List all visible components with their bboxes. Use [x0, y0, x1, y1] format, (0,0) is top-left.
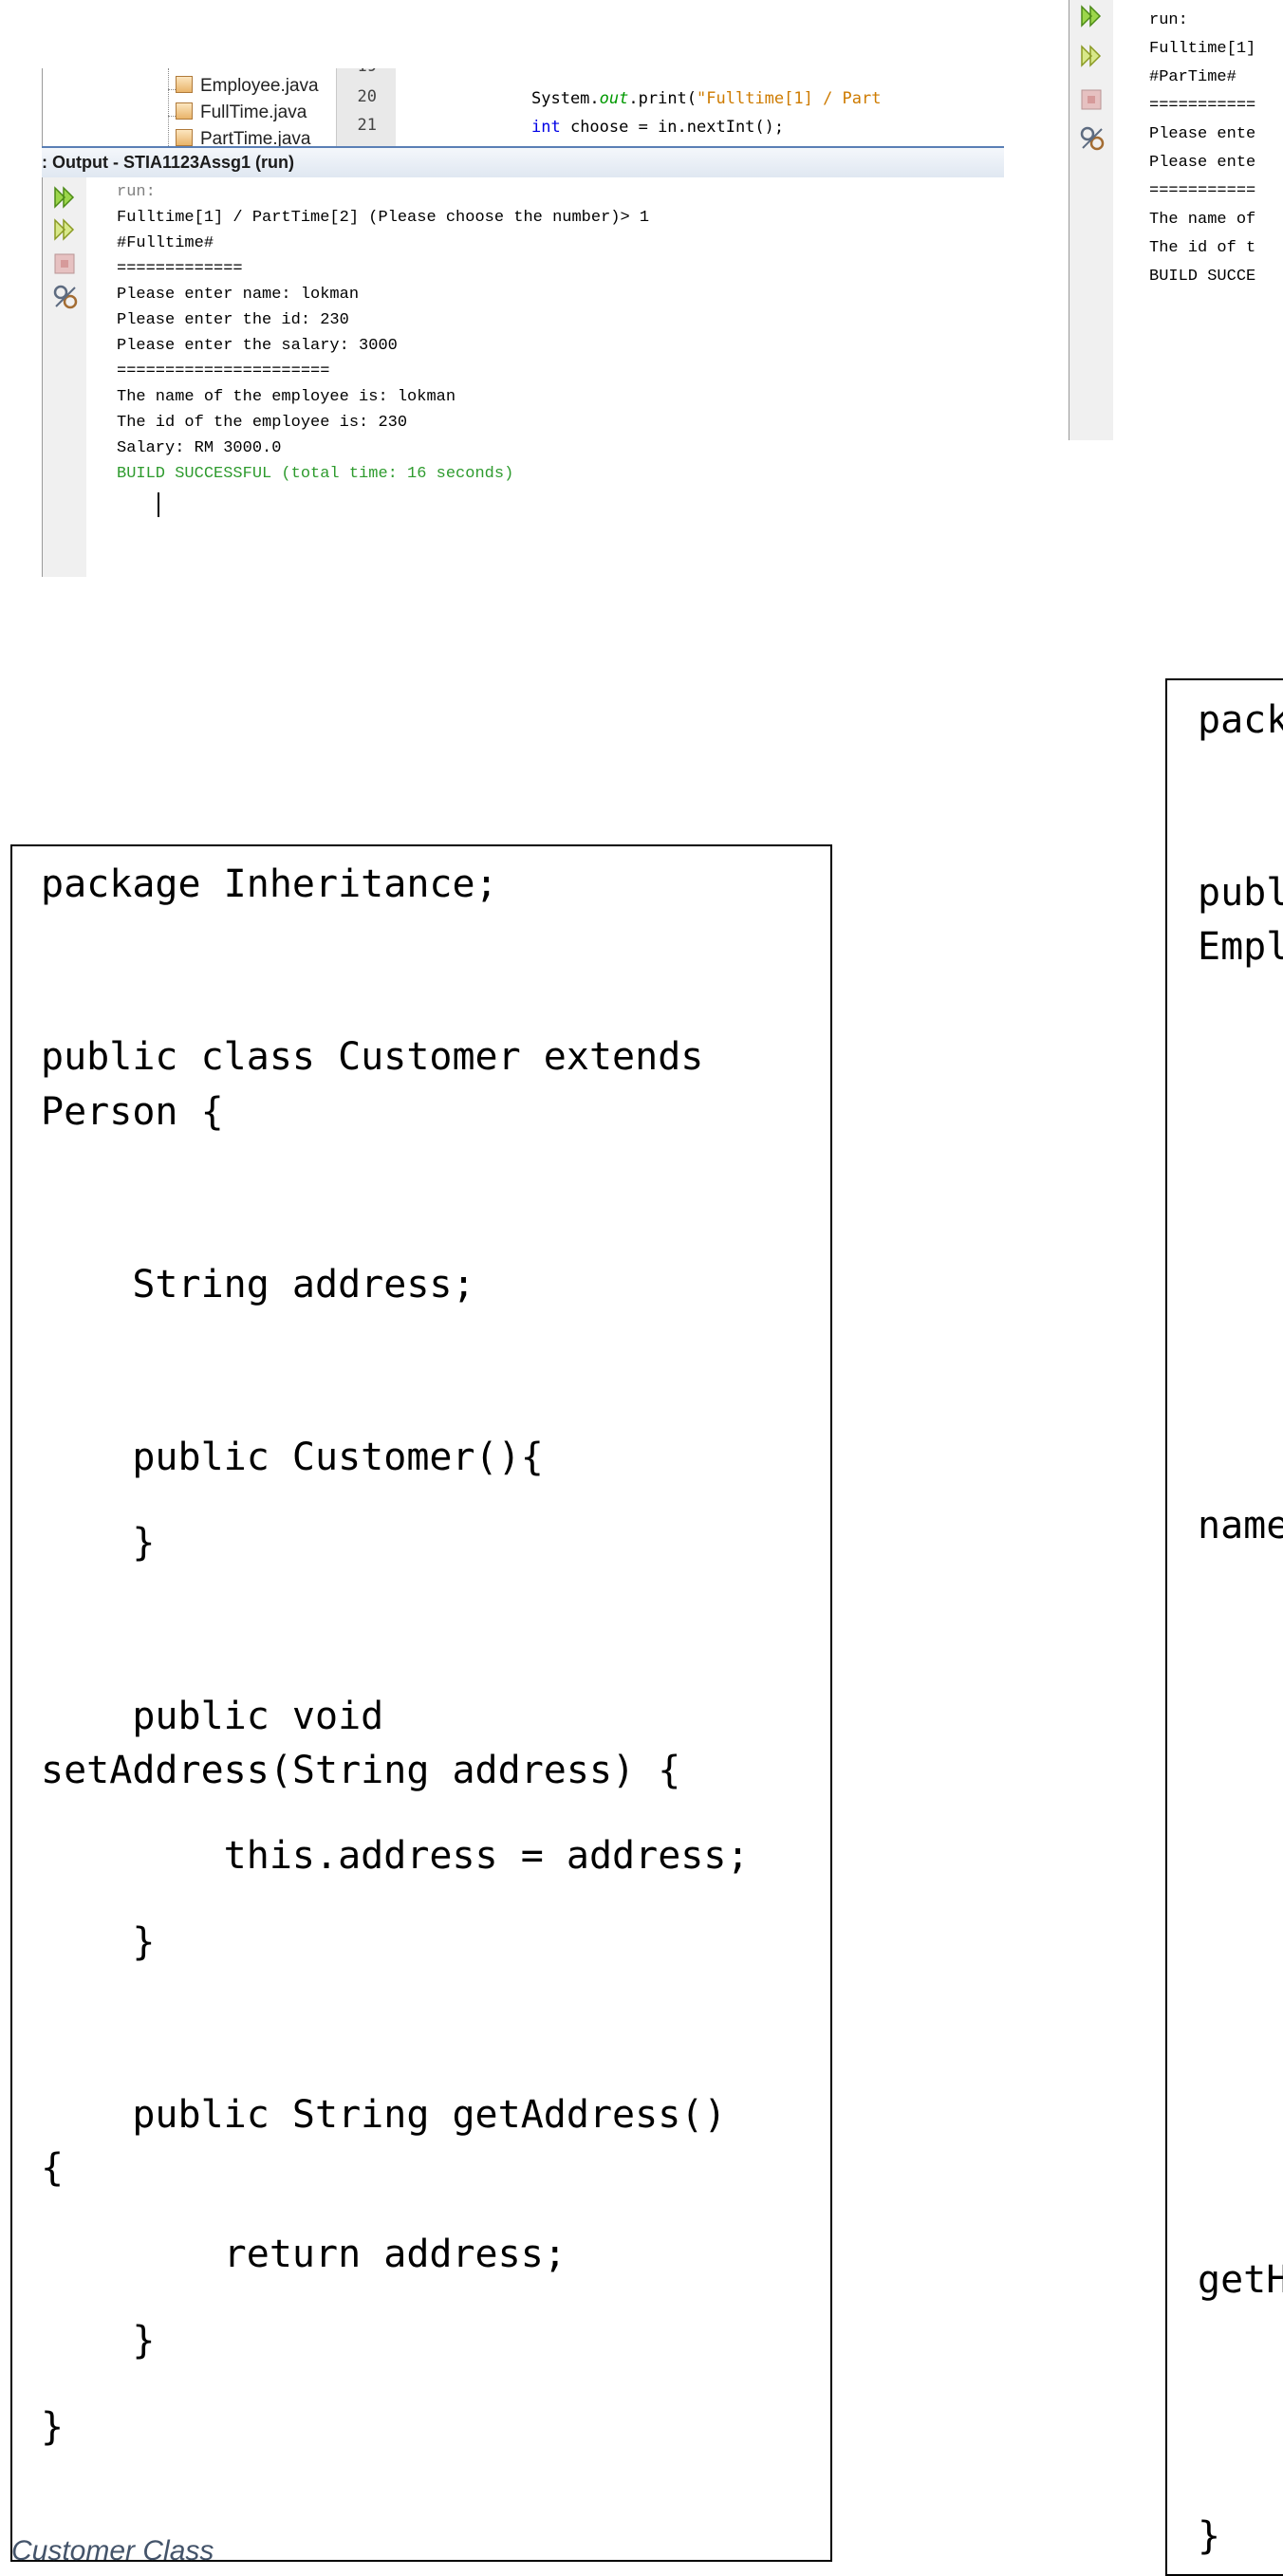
code-line: this.address = address;	[41, 1834, 750, 1878]
tree-item-employee[interactable]: Employee.java	[176, 76, 319, 97]
figure-caption: Customer Class	[11, 2535, 214, 2567]
tree-item-fulltime[interactable]: FullTime.java	[176, 102, 307, 123]
build-status: BUILD SUCCE	[1149, 268, 1256, 286]
settings-icon[interactable]	[52, 284, 79, 310]
console-line: ===========	[1149, 97, 1256, 115]
code-line: }	[41, 1920, 156, 1964]
console-line: Please enter the id: 230	[117, 311, 349, 329]
code-line-21: int choose = in.nextInt();	[531, 118, 785, 137]
console-line: Salary: RM 3000.0	[117, 439, 282, 457]
code-line: }	[41, 1521, 156, 1565]
settings-icon[interactable]	[1079, 125, 1106, 152]
console-line: Please ente	[1149, 154, 1256, 172]
code-line: public class Customer extends	[41, 1035, 704, 1079]
rerun-icon[interactable]	[52, 185, 77, 210]
console-line: The name of	[1149, 211, 1256, 229]
code-line: }	[41, 2405, 65, 2449]
build-status: BUILD SUCCESSFUL (total time: 16 seconds…	[117, 465, 514, 483]
console-line: Please ente	[1149, 125, 1256, 143]
code-line: getH	[1198, 2258, 1283, 2302]
customer-class-code-box: package Inheritance; public class Custom…	[10, 844, 832, 2562]
code-editor[interactable]: System.out.print("Fulltime[1] / Part int…	[396, 68, 1004, 146]
console-line: The id of t	[1149, 239, 1256, 257]
rerun-icon[interactable]	[1079, 4, 1104, 28]
java-file-icon	[176, 102, 193, 120]
tree-item-parttime[interactable]: PartTime.java	[176, 129, 311, 150]
output-toolbar	[42, 177, 87, 577]
console-line: ======================	[117, 362, 330, 380]
code-line: name	[1198, 1504, 1283, 1547]
code-line: pack	[1198, 698, 1283, 742]
line-number: 20	[357, 87, 377, 106]
line-number: 21	[357, 116, 377, 135]
line-number: 19	[337, 68, 377, 76]
console-line: #Fulltime#	[117, 234, 214, 252]
console-line: Please enter the salary: 3000	[117, 337, 398, 355]
output-console[interactable]: run: Fulltime[1] / PartTime[2] (Please c…	[86, 177, 1004, 577]
output-tab-title: : Output - STIA1123Assg1 (run)	[42, 153, 295, 172]
console-line: Fulltime[1]	[1149, 40, 1256, 58]
stop-icon[interactable]	[1079, 87, 1104, 112]
code-line: public Customer(){	[41, 1436, 544, 1479]
console-line: The id of the employee is: 230	[117, 414, 408, 432]
code-line: public String getAddress()	[41, 2093, 727, 2137]
line-number-gutter: 19 20 21	[336, 68, 397, 146]
code-line: return address;	[41, 2233, 567, 2276]
text-cursor	[158, 492, 159, 517]
code-line: Empl	[1198, 925, 1283, 969]
rerun-with-args-icon[interactable]	[1079, 44, 1104, 68]
code-line: }	[41, 2319, 156, 2363]
netbeans-screenshot-main: Employee.java FullTime.java PartTime.jav…	[42, 68, 1004, 577]
java-file-icon	[176, 129, 193, 146]
output-toolbar	[1069, 0, 1114, 440]
code-line: {	[41, 2146, 65, 2190]
code-line: Person {	[41, 1090, 224, 1134]
code-line: package Inheritance;	[41, 862, 498, 906]
console-line: ===========	[1149, 182, 1256, 200]
console-line: The name of the employee is: lokman	[117, 388, 456, 406]
code-line: setAddress(String address) {	[41, 1749, 681, 1792]
output-console[interactable]: run: Fulltime[1] #ParTime# =========== P…	[1113, 0, 1283, 440]
console-line: =============	[117, 260, 243, 278]
output-tab[interactable]: : Output - STIA1123Assg1 (run)	[42, 146, 1004, 179]
console-line: #ParTime#	[1149, 68, 1237, 86]
console-line: run:	[117, 183, 156, 201]
code-line: String address;	[41, 1263, 475, 1307]
employee-class-code-box: pack publ Empl name getH }	[1165, 678, 1283, 2576]
code-line: }	[1198, 2514, 1221, 2558]
console-line: run:	[1149, 11, 1188, 29]
project-tree: Employee.java FullTime.java PartTime.jav…	[42, 68, 337, 149]
code-line: publ	[1198, 871, 1283, 915]
code-line-20: System.out.print("Fulltime[1] / Part	[531, 89, 882, 108]
code-line: public void	[41, 1695, 384, 1738]
console-line: Fulltime[1] / PartTime[2] (Please choose…	[117, 209, 650, 227]
stop-icon[interactable]	[52, 251, 77, 276]
console-line: Please enter name: lokman	[117, 286, 360, 304]
java-file-icon	[176, 76, 193, 93]
rerun-with-args-icon[interactable]	[52, 217, 77, 242]
netbeans-screenshot-cropped: run: Fulltime[1] #ParTime# =========== P…	[1069, 0, 1283, 440]
